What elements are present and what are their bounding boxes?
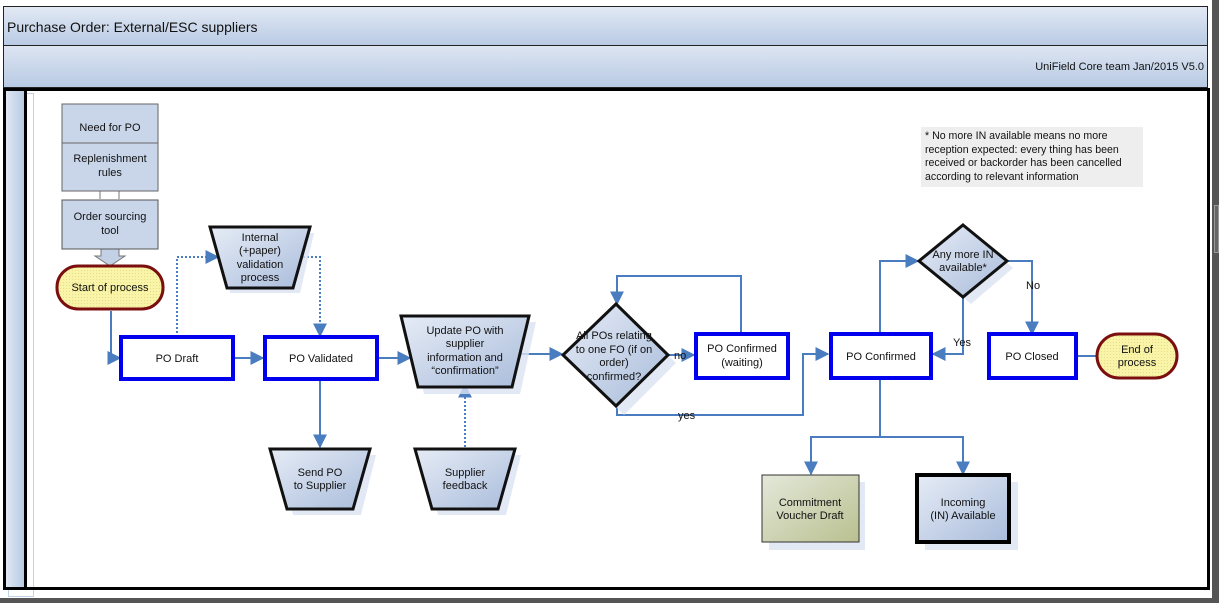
svg-text:rules: rules (98, 167, 122, 179)
node-order-sourcing-tool[interactable]: Order sourcing tool (61, 199, 159, 250)
svg-text:process: process (241, 272, 280, 284)
svg-text:to Supplier: to Supplier (294, 480, 347, 492)
svg-text:validation: validation (237, 259, 283, 271)
footnote: * No more IN available means no more rec… (921, 127, 1143, 187)
svg-text:Internal: Internal (242, 232, 279, 244)
edge-confirmed-to-split (804, 379, 881, 476)
node-po-draft[interactable]: PO Draft (119, 335, 235, 381)
edge-start-to-draft (107, 311, 122, 365)
page-title: Purchase Order: External/ESC suppliers (7, 19, 258, 35)
edge-label-Yes: Yes (953, 337, 971, 349)
edge-decision-yes-to-confirmed (616, 347, 830, 416)
node-incoming-available[interactable]: Incoming (IN) Available (915, 473, 1018, 550)
svg-text:Any more IN: Any more IN (932, 249, 993, 261)
svg-text:process: process (1118, 357, 1157, 369)
connectors (93, 191, 1097, 476)
node-all-pos-confirmed-decision[interactable]: All POs relating to one FO (if on order)… (560, 301, 676, 415)
edge-label-No: No (1026, 280, 1040, 292)
svg-text:order): order) (599, 357, 628, 369)
svg-text:supplier: supplier (446, 338, 485, 350)
node-commitment-voucher-draft[interactable]: Commitment Voucher Draft (761, 474, 865, 550)
node-update-po[interactable]: Update PO with supplier information and … (399, 314, 536, 394)
scrollbar-track[interactable] (1212, 0, 1219, 603)
node-po-validated[interactable]: PO Validated (263, 335, 379, 381)
node-po-confirmed[interactable]: PO Confirmed (829, 332, 933, 380)
node-need-for-po[interactable]: Need for PO (61, 103, 159, 144)
block-arrow-replenishment-to-sourcing (99, 191, 120, 199)
svg-text:“confirmation”: “confirmation” (431, 365, 499, 377)
svg-text:Voucher Draft: Voucher Draft (776, 510, 843, 522)
edge-anymore-no-to-closed (1008, 260, 1039, 336)
svg-text:information and: information and (427, 352, 503, 364)
svg-text:Update PO with: Update PO with (426, 325, 503, 337)
node-any-more-in-decision[interactable]: Any more IN available* (916, 223, 1013, 304)
svg-text:PO Confirmed: PO Confirmed (707, 343, 777, 355)
edge-anymore-yes-to-confirmed (931, 298, 964, 361)
credit-label: UniField Core team Jan/2015 V5.0 (1035, 61, 1204, 73)
node-po-confirmed-waiting[interactable]: PO Confirmed (waiting) (694, 332, 790, 380)
svg-text:PO Draft: PO Draft (156, 353, 199, 365)
subtitle-bar: UniField Core team Jan/2015 V5.0 (3, 46, 1208, 88)
node-start-of-process[interactable]: Start of process (55, 264, 165, 311)
node-internal-validation[interactable]: Internal (+paper) validation process (208, 225, 314, 293)
block-arrow-sourcing-to-start (93, 249, 127, 267)
svg-text:PO Confirmed: PO Confirmed (846, 351, 916, 363)
edge-label-no: no (674, 350, 686, 362)
swimlane-header (3, 88, 27, 590)
svg-text:Commitment: Commitment (779, 497, 841, 509)
svg-text:End of: End of (1121, 344, 1154, 356)
svg-text:Start of process: Start of process (71, 282, 149, 294)
svg-text:available*: available* (939, 262, 987, 274)
edge-internal-to-validated (303, 256, 327, 338)
svg-text:Need for PO: Need for PO (79, 122, 141, 134)
svg-text:to one FO (if on: to one FO (if on (576, 344, 652, 356)
node-supplier-feedback[interactable]: Supplier feedback (413, 447, 521, 515)
edge-waiting-loop (610, 275, 742, 333)
title-bar: Purchase Order: External/ESC suppliers (3, 6, 1208, 46)
node-replenishment-rules[interactable]: Replenishment rules (61, 142, 159, 192)
edge-draft-to-internal (176, 250, 220, 337)
svg-text:confirmed?: confirmed? (587, 371, 641, 383)
svg-text:(waiting): (waiting) (721, 357, 763, 369)
svg-text:PO Validated: PO Validated (289, 353, 353, 365)
node-end-of-process[interactable]: End of process (1095, 332, 1179, 380)
edge-confirmed-to-anymore (879, 254, 920, 333)
svg-text:Send PO: Send PO (298, 467, 343, 479)
node-send-po-to-supplier[interactable]: Send PO to Supplier (268, 447, 376, 515)
svg-text:tool: tool (101, 225, 119, 237)
svg-text:feedback: feedback (443, 480, 488, 492)
svg-text:(+paper): (+paper) (239, 245, 281, 257)
svg-text:PO Closed: PO Closed (1005, 351, 1058, 363)
svg-text:Replenishment: Replenishment (73, 153, 146, 165)
swimlane-body (27, 88, 1210, 590)
svg-text:Order sourcing: Order sourcing (74, 211, 147, 223)
edge-label-yes: yes (678, 410, 696, 422)
svg-text:(IN) Available: (IN) Available (930, 510, 995, 522)
svg-text:All POs relating: All POs relating (576, 330, 652, 342)
svg-text:Incoming: Incoming (941, 497, 986, 509)
edge-split-to-incoming (880, 436, 970, 476)
node-po-closed[interactable]: PO Closed (987, 332, 1078, 380)
svg-text:Supplier: Supplier (445, 467, 486, 479)
